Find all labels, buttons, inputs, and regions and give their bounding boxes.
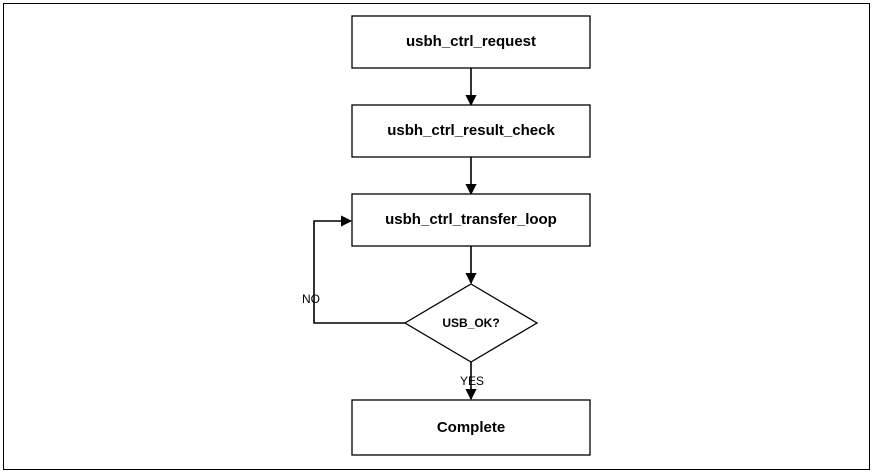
node-usbh-ctrl-result-check: usbh_ctrl_result_check (351, 104, 591, 158)
edge-label-no: NO (302, 292, 320, 306)
node-box (351, 399, 591, 456)
node-box (351, 193, 591, 247)
decision-label: USB_OK? (442, 316, 499, 330)
decision-diamond (403, 283, 539, 363)
edge-label-yes: YES (460, 374, 484, 388)
node-label: usbh_ctrl_request (406, 33, 536, 50)
node-usb-ok-decision: USB_OK? (403, 283, 539, 363)
node-label: Complete (437, 419, 505, 436)
diagram-frame (3, 3, 870, 470)
node-complete: Complete (351, 399, 591, 456)
node-label: usbh_ctrl_transfer_loop (385, 211, 557, 228)
node-usbh-ctrl-transfer-loop: usbh_ctrl_transfer_loop (351, 193, 591, 247)
node-label: usbh_ctrl_result_check (387, 122, 555, 139)
node-box (351, 104, 591, 158)
edge-decision-no-loop-back (313, 215, 405, 324)
node-usbh-ctrl-request: usbh_ctrl_request (351, 15, 591, 69)
node-box (351, 15, 591, 69)
